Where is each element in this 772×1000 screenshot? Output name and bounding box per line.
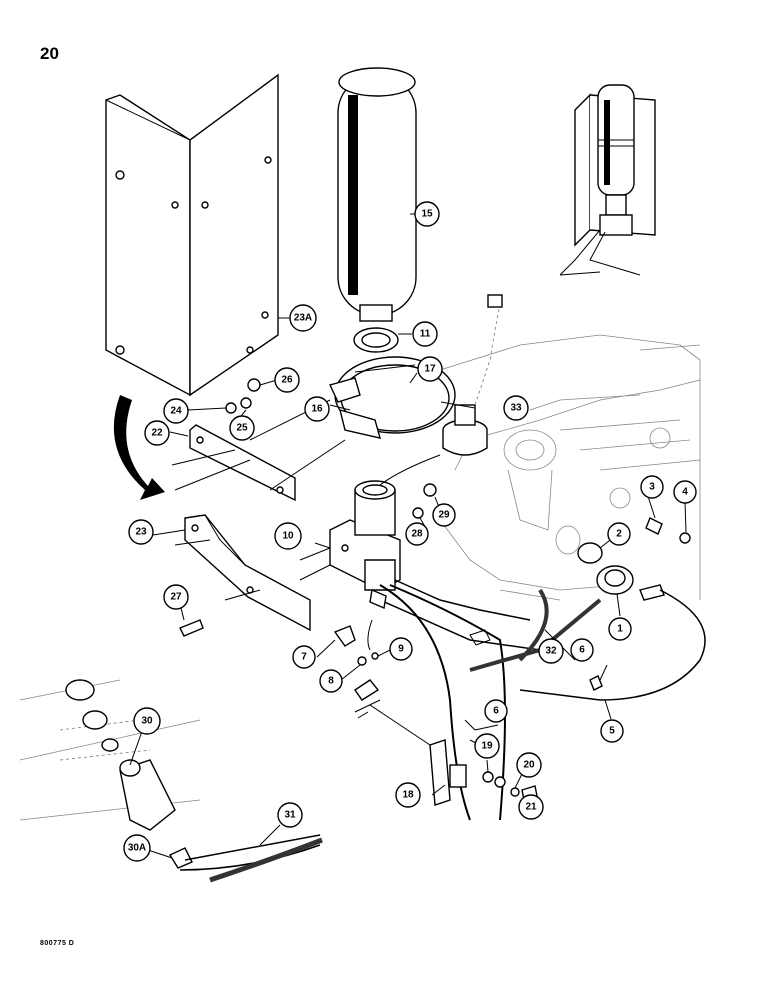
callout-8: 8 xyxy=(319,669,343,693)
callout-31: 31 xyxy=(277,802,303,828)
svg-text:7: 7 xyxy=(301,652,307,663)
callout-5: 5 xyxy=(600,719,624,743)
callout-26: 26 xyxy=(274,367,300,393)
callout-17: 17 xyxy=(417,356,443,382)
callout-22: 22 xyxy=(144,420,170,446)
svg-text:28: 28 xyxy=(411,529,423,540)
callout-33: 33 xyxy=(503,395,529,421)
svg-text:20: 20 xyxy=(523,760,535,771)
svg-text:32: 32 xyxy=(545,646,557,657)
assembly-inset-illustration xyxy=(559,84,656,276)
figure-code: 800775 D xyxy=(40,940,75,947)
callout-10: 10 xyxy=(274,522,302,550)
bracket-23-illustration xyxy=(174,514,311,632)
callout-18: 18 xyxy=(395,782,421,808)
page-number: 20 xyxy=(40,44,59,63)
svg-text:21: 21 xyxy=(525,802,537,813)
switch-18-illustration xyxy=(354,679,538,806)
cap-33-illustration xyxy=(379,294,503,486)
svg-text:19: 19 xyxy=(481,741,493,752)
svg-text:6: 6 xyxy=(493,706,499,717)
callout-3: 3 xyxy=(640,475,664,499)
sender-30-illustration xyxy=(19,679,323,883)
callout-20: 20 xyxy=(516,752,542,778)
svg-text:33: 33 xyxy=(510,403,522,414)
svg-text:3: 3 xyxy=(649,482,655,493)
callout-23a: 23A xyxy=(289,304,317,332)
callout-21: 21 xyxy=(518,794,544,820)
svg-text:23A: 23A xyxy=(294,313,312,324)
callout-30a: 30A xyxy=(123,834,151,862)
svg-text:23: 23 xyxy=(135,527,147,538)
svg-text:6: 6 xyxy=(579,645,585,656)
svg-text:31: 31 xyxy=(284,810,296,821)
hardware-24-25-26-illustration xyxy=(225,378,261,414)
callout-27: 27 xyxy=(163,584,189,610)
svg-text:17: 17 xyxy=(424,364,436,375)
callout-6-lower: 6 xyxy=(484,699,508,723)
assembly-direction-arrow xyxy=(113,395,165,500)
plug-and-fittings-illustration xyxy=(577,517,691,601)
svg-text:9: 9 xyxy=(398,644,404,655)
svg-text:15: 15 xyxy=(421,209,433,220)
callout-11: 11 xyxy=(412,321,438,347)
callout-30: 30 xyxy=(133,707,161,735)
callout-23: 23 xyxy=(128,519,154,545)
callout-9: 9 xyxy=(389,637,413,661)
svg-text:5: 5 xyxy=(609,726,615,737)
svg-text:18: 18 xyxy=(402,790,414,801)
svg-text:11: 11 xyxy=(420,329,431,340)
nut-28-illustration xyxy=(412,507,424,519)
svg-text:1: 1 xyxy=(617,624,623,635)
clamp-17-illustration xyxy=(329,356,456,439)
bolt-27-illustration xyxy=(179,619,204,637)
callout-4: 4 xyxy=(673,480,697,504)
callout-19: 19 xyxy=(474,733,500,759)
filter-canister-15-illustration xyxy=(337,67,417,353)
bracket-22-illustration xyxy=(171,399,346,502)
callout-29: 29 xyxy=(432,503,456,527)
callout-25: 25 xyxy=(229,415,255,441)
callout-1: 1 xyxy=(608,617,632,641)
svg-text:24: 24 xyxy=(170,406,182,417)
svg-text:8: 8 xyxy=(328,676,334,687)
callout-32: 32 xyxy=(538,638,564,664)
svg-text:27: 27 xyxy=(170,592,182,603)
filter-head-10-illustration xyxy=(299,480,401,591)
svg-text:30A: 30A xyxy=(128,843,146,854)
bracket-23a-illustration xyxy=(105,73,279,397)
svg-text:22: 22 xyxy=(151,428,163,439)
svg-text:2: 2 xyxy=(616,529,622,540)
nut-29-illustration xyxy=(423,483,437,497)
callout-7: 7 xyxy=(292,645,316,669)
elbow-7-and-hardware-illustration xyxy=(333,589,387,666)
callout-6-upper: 6 xyxy=(570,638,594,662)
svg-text:25: 25 xyxy=(236,423,248,434)
wiring-illustration xyxy=(354,579,706,821)
svg-text:10: 10 xyxy=(282,531,294,542)
svg-text:29: 29 xyxy=(438,510,450,521)
svg-text:16: 16 xyxy=(311,404,323,415)
callout-2: 2 xyxy=(607,522,631,546)
callout-24: 24 xyxy=(163,398,189,424)
callout-15: 15 xyxy=(414,201,440,227)
callout-28: 28 xyxy=(405,522,429,546)
svg-text:30: 30 xyxy=(141,716,153,727)
engine-block-illustration xyxy=(439,334,701,601)
callout-16: 16 xyxy=(304,396,330,422)
svg-text:26: 26 xyxy=(281,375,293,386)
svg-text:4: 4 xyxy=(682,487,688,498)
